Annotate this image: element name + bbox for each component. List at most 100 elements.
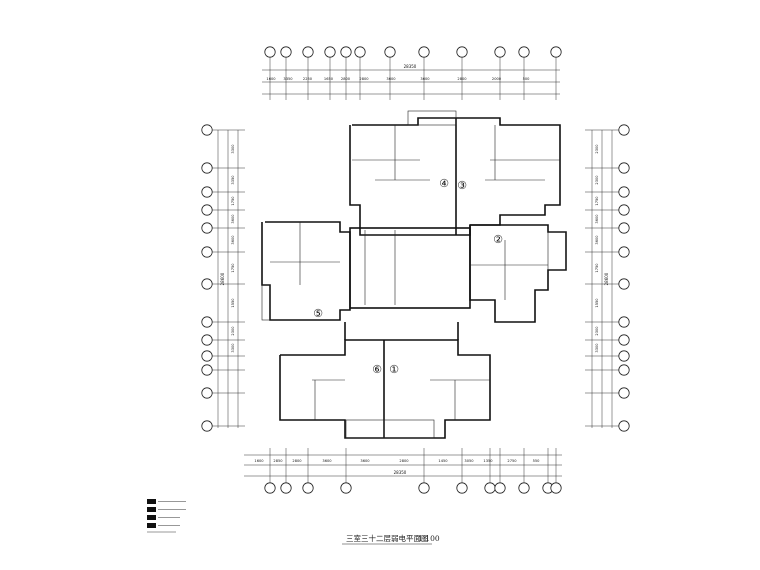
interior-partitions <box>261 110 567 439</box>
unit-number: ④ <box>439 177 449 190</box>
dimension-text: 28350 1600 3350 2250 1650 2800 2800 3600 3600 280… <box>220 64 609 475</box>
axis-bubble <box>354 46 366 58</box>
left-total-dimension: 28600 <box>220 272 225 285</box>
axis-bubble <box>618 364 630 376</box>
building-walls <box>261 117 567 439</box>
top-dimension: 3600 <box>386 77 396 81</box>
bottom-dimension: 1450 <box>438 459 448 463</box>
bottom-dimension: 2750 <box>507 459 517 463</box>
bottom-dimension: 1600 <box>254 459 264 463</box>
top-dimension: 2800 <box>457 77 467 81</box>
axis-bubble <box>418 46 430 58</box>
right-dimension: 1750 <box>595 263 599 273</box>
axis-bubble <box>201 334 213 346</box>
axis-bubble <box>201 222 213 234</box>
axis-bubble <box>550 482 562 494</box>
bottom-axis-bubbles <box>244 454 562 477</box>
drawing-scale: 1:100 <box>418 534 440 543</box>
axis-bubble <box>618 204 630 216</box>
axis-bubble <box>201 387 213 399</box>
top-dimension: 2250 <box>303 77 313 81</box>
bottom-dimension: 2850 <box>273 459 283 463</box>
axis-bubble <box>201 124 213 136</box>
bottom-dimension: 550 <box>533 459 541 463</box>
axis-bubble <box>618 350 630 362</box>
unit-number: ⑥ <box>372 363 382 376</box>
left-dimension: 3600 <box>231 214 235 224</box>
bottom-dimension: 2800 <box>399 459 409 463</box>
unit-markers: ① ② ③④ ⑤ ⑥ <box>313 177 503 376</box>
axis-bubble <box>618 246 630 258</box>
left-dimension: 1750 <box>231 196 235 206</box>
axis-bubble <box>340 482 352 494</box>
right-dimension: 3300 <box>595 343 599 353</box>
axis-bubble <box>384 46 396 58</box>
right-dimension: 1750 <box>595 196 599 206</box>
right-dimension: 3600 <box>595 235 599 245</box>
axis-bubble <box>618 334 630 346</box>
drawing-title: 三室三十二层弱电平面图 <box>346 533 429 543</box>
bottom-dimension: 3600 <box>322 459 332 463</box>
axis-bubble <box>201 186 213 198</box>
top-dimension: 1650 <box>324 77 334 81</box>
axis-bubble <box>618 387 630 399</box>
top-total-dimension: 28350 <box>404 64 417 69</box>
axis-bubble <box>201 364 213 376</box>
right-dimension: 2300 <box>595 144 599 154</box>
right-dimension: 2300 <box>595 175 599 185</box>
right-dimension: 3600 <box>595 214 599 224</box>
right-dimension: 2300 <box>595 326 599 336</box>
axis-bubble <box>618 124 630 136</box>
left-dimension-lines <box>217 130 239 428</box>
bottom-dimension: 1350 <box>483 459 493 463</box>
axis-bubble <box>264 482 276 494</box>
axis-bubble <box>618 316 630 328</box>
bottom-total-dimension: 28350 <box>394 470 407 475</box>
top-dimension: 2800 <box>359 77 369 81</box>
axis-bubble <box>456 46 468 58</box>
right-dimension-lines <box>591 130 613 428</box>
axis-bubble <box>340 46 352 58</box>
axis-bubble <box>302 482 314 494</box>
left-dimension: 2300 <box>231 326 235 336</box>
bottom-dimension: 3050 <box>464 459 474 463</box>
unit-number: ③ <box>457 179 467 192</box>
top-dimension: 1600 <box>266 77 276 81</box>
bottom-dimension: 2800 <box>292 459 302 463</box>
top-dimension: 500 <box>523 77 531 81</box>
left-dimension: 1750 <box>231 263 235 273</box>
top-dimension: 2000 <box>492 77 502 81</box>
axis-bubble <box>618 222 630 234</box>
axis-bubble <box>494 482 506 494</box>
axis-bubble <box>518 482 530 494</box>
axis-bubble <box>618 162 630 174</box>
axis-bubble <box>324 46 336 58</box>
axis-bubble <box>418 482 430 494</box>
axis-bubble <box>201 162 213 174</box>
unit-number: ① <box>389 363 399 376</box>
axis-bubble <box>550 46 562 58</box>
top-dimension: 3600 <box>420 77 430 81</box>
axis-bubble <box>618 420 630 432</box>
axis-bubble <box>264 46 276 58</box>
bottom-dimension: 3600 <box>360 459 370 463</box>
right-dimension: 1550 <box>595 298 599 308</box>
axis-bubble <box>280 482 292 494</box>
axis-bubble <box>494 46 506 58</box>
left-dimension: 3300 <box>231 343 235 353</box>
axis-bubble <box>618 278 630 290</box>
top-dimension: 3350 <box>283 77 293 81</box>
axis-bubble <box>518 46 530 58</box>
legend-block <box>146 497 188 537</box>
unit-number: ② <box>493 233 503 246</box>
left-dimension: 1550 <box>231 298 235 308</box>
axis-bubble <box>484 482 496 494</box>
axis-bubble <box>201 420 213 432</box>
unit-number: ⑤ <box>313 307 323 320</box>
left-dimension: 3300 <box>231 144 235 154</box>
axis-bubble <box>618 186 630 198</box>
top-dimension: 2800 <box>341 77 351 81</box>
right-total-dimension: 28600 <box>604 272 609 285</box>
axis-bubble <box>302 46 314 58</box>
